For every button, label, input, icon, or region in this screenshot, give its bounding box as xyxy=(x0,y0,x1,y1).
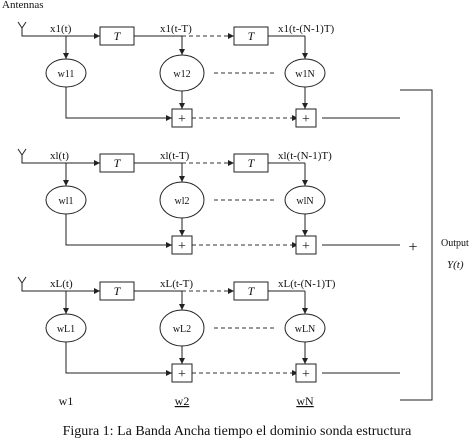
column-label-N: wN xyxy=(296,394,314,408)
delay-label: T xyxy=(114,284,122,298)
adder-symbol: + xyxy=(178,367,186,382)
output-label: Output xyxy=(441,238,469,249)
signal-label: x1(t) xyxy=(50,23,72,35)
arrow-icon xyxy=(179,103,185,109)
arrow-icon xyxy=(228,160,234,166)
adder-symbol: + xyxy=(178,112,186,127)
weight-label: wl2 xyxy=(175,196,190,207)
signal-label: xL(t) xyxy=(50,278,73,290)
figure-caption: Figura 1: La Banda Ancha tiempo el domin… xyxy=(62,424,412,439)
antenna-icon xyxy=(17,276,66,292)
weight-label: w11 xyxy=(58,69,75,80)
output-adder-symbol: + xyxy=(408,239,417,256)
signal-label: xl(t-T) xyxy=(160,150,190,162)
weight-label: w12 xyxy=(173,69,190,80)
signal-label: xl(t) xyxy=(50,150,69,162)
arrow-icon xyxy=(179,230,185,236)
adder-symbol: + xyxy=(302,367,310,382)
delay-label: T xyxy=(114,29,122,43)
arrow-icon xyxy=(302,180,308,186)
weight-label: wL2 xyxy=(173,324,191,335)
signal-label: xL(t-(N-1)T) xyxy=(278,278,336,290)
arrow-icon xyxy=(292,370,298,376)
arrow-icon xyxy=(302,103,308,109)
adder-symbol: + xyxy=(178,239,186,254)
arrow-icon xyxy=(302,230,308,236)
arrow-icon xyxy=(228,288,234,294)
arrow-icon xyxy=(63,53,69,59)
weight-output-line xyxy=(65,87,172,119)
arrow-icon xyxy=(179,176,185,182)
arrow-icon xyxy=(302,358,308,364)
weight-label: wL1 xyxy=(57,324,75,335)
arrow-icon xyxy=(94,160,100,166)
weight-label: wlN xyxy=(296,196,313,207)
adder-block xyxy=(295,235,317,255)
adder-block xyxy=(295,363,317,383)
weight-label: wl1 xyxy=(59,196,74,207)
arrow-icon xyxy=(63,308,69,314)
arrow-icon xyxy=(63,180,69,186)
arrow-icon xyxy=(228,33,234,39)
arrow-icon xyxy=(166,242,172,248)
output-signal: Y(t) xyxy=(447,259,464,271)
arrow-icon xyxy=(179,49,185,55)
antenna-row-1: T Tx1(t) x1(t-T) x1(t-(N-1)T) w11 w12 w1N + + xyxy=(17,21,335,128)
output-bracket xyxy=(400,89,433,401)
delay-label: T xyxy=(248,284,256,298)
arrow-icon xyxy=(94,33,100,39)
column-label-1: w1 xyxy=(59,394,74,408)
signal-label: xl(t-(N-1)T) xyxy=(278,150,332,162)
adder-symbol: + xyxy=(302,239,310,254)
adder-symbol: + xyxy=(302,112,310,127)
delay-label: T xyxy=(248,29,256,43)
arrow-icon xyxy=(166,115,172,121)
arrow-icon xyxy=(292,115,298,121)
antenna-icon xyxy=(17,21,66,37)
arrow-icon xyxy=(94,288,100,294)
weight-output-line xyxy=(65,214,172,246)
weight-label: w1N xyxy=(295,69,314,80)
arrow-icon xyxy=(179,304,185,310)
antenna-row-3: T TxL(t) xL(t-T) xL(t-(N-1)T) wL1 wL2 wLN + + xyxy=(17,276,336,383)
arrow-icon xyxy=(302,308,308,314)
signal-label: xL(t-T) xyxy=(160,278,193,290)
signal-label: x1(t-T) xyxy=(160,23,192,35)
arrow-icon xyxy=(166,370,172,376)
weight-output-line xyxy=(65,342,172,374)
signal-label: x1(t-(N-1)T) xyxy=(278,23,335,35)
antenna-icon xyxy=(17,148,66,164)
arrow-icon xyxy=(302,53,308,59)
column-label-2: w2 xyxy=(175,394,190,408)
arrow-icon xyxy=(179,358,185,364)
adder-block xyxy=(295,108,317,128)
weight-label: wLN xyxy=(295,324,316,335)
delay-label: T xyxy=(248,156,256,170)
antennas-label: Antennas xyxy=(2,0,44,11)
arrow-icon xyxy=(292,242,298,248)
delay-label: T xyxy=(114,156,122,170)
antenna-row-2: T Txl(t) xl(t-T) xl(t-(N-1)T) wl1 wl2 wlN + + xyxy=(17,148,332,255)
antenna-rows: T Tx1(t) x1(t-T) x1(t-(N-1)T) w11 w12 w1N + + T Tx… xyxy=(17,21,336,383)
